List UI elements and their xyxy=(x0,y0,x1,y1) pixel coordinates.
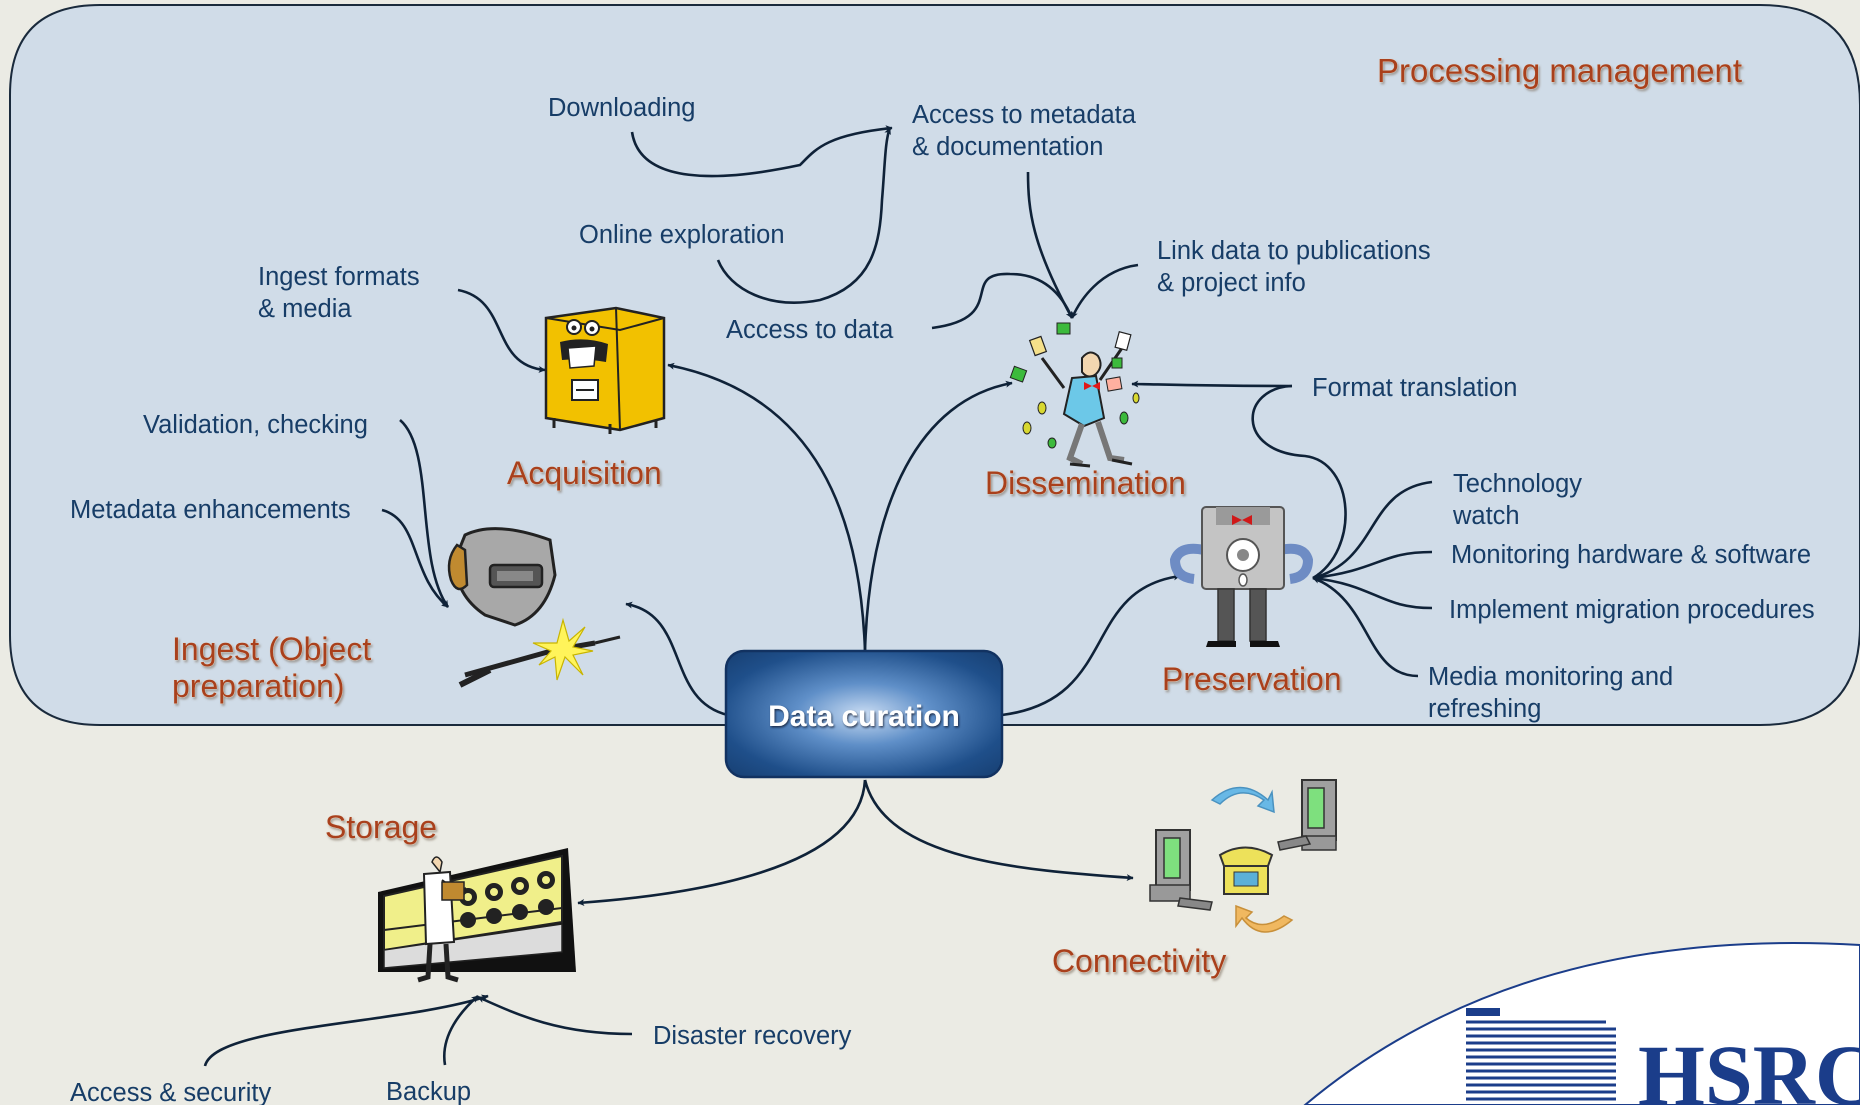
connectivity-heading: Connectivity xyxy=(1052,943,1226,979)
connector-link-data xyxy=(1070,263,1139,319)
connector-migration xyxy=(1312,575,1433,610)
connector-access-data xyxy=(931,272,1074,330)
data-curation-box[interactable]: Data curation xyxy=(724,649,1004,779)
label-technology-watch-2: watch xyxy=(1452,502,1520,530)
connector-ingest-formats xyxy=(457,288,546,373)
connector-center-ingest xyxy=(625,601,729,717)
label-media-monitoring-1: Media monitoring and xyxy=(1428,663,1673,691)
dissemination-heading: Dissemination xyxy=(985,465,1186,501)
label-migration: Implement migration procedures xyxy=(1449,596,1815,624)
label-access-security: Access & security xyxy=(70,1079,271,1105)
acquisition-cabinet-illustration xyxy=(544,306,666,434)
connector-backup xyxy=(442,995,479,1066)
connector-tech-watch xyxy=(1312,480,1433,580)
connector-metadata-enh xyxy=(381,508,449,608)
label-access-to-data: Access to data xyxy=(726,316,894,344)
label-disaster-recovery: Disaster recovery xyxy=(653,1022,852,1050)
preservation-disk-illustration xyxy=(1169,506,1314,647)
hsrc-logo: HSRC xyxy=(1303,942,1860,1105)
label-link-data-2: & project info xyxy=(1157,269,1306,297)
acquisition-heading: Acquisition xyxy=(507,455,662,491)
data-curation-label: Data curation xyxy=(768,700,960,733)
ingest-welder-illustration xyxy=(447,527,621,688)
ingest-heading-line2: preparation) xyxy=(172,668,345,704)
connector-center-acquisition xyxy=(667,362,867,651)
label-ingest-formats-1: Ingest formats xyxy=(258,263,420,291)
storage-heading: Storage xyxy=(325,809,437,845)
label-monitoring-hw: Monitoring hardware & software xyxy=(1451,541,1811,569)
connector-validation xyxy=(399,419,450,608)
connector-metadata-dissemination xyxy=(1026,171,1074,319)
label-access-metadata-1: Access to metadata xyxy=(912,101,1137,129)
connector-disaster-recovery xyxy=(477,995,633,1036)
connector-access-security xyxy=(203,994,489,1067)
connector-media-monitoring xyxy=(1312,576,1419,678)
panel-title: Processing management xyxy=(1377,52,1742,89)
connector-center-storage xyxy=(577,779,867,907)
label-metadata-enhancements: Metadata enhancements xyxy=(70,496,351,524)
hsrc-emblem-icon xyxy=(1466,1008,1616,1101)
label-online-exploration: Online exploration xyxy=(579,221,785,249)
label-validation: Validation, checking xyxy=(143,411,368,439)
label-ingest-formats-2: & media xyxy=(258,295,352,323)
connector-downloading xyxy=(630,125,893,178)
label-link-data-1: Link data to publications xyxy=(1157,237,1431,265)
label-downloading: Downloading xyxy=(548,94,695,122)
connector-format-translation xyxy=(1131,380,1293,388)
dissemination-person-illustration xyxy=(1009,322,1140,468)
ingest-heading-line1: Ingest (Object xyxy=(172,631,371,667)
label-access-metadata-2: & documentation xyxy=(912,133,1103,161)
storage-server-illustration xyxy=(378,848,576,983)
connectivity-illustration xyxy=(1149,779,1337,933)
connector-monitoring xyxy=(1312,550,1433,581)
connector-online-exploration xyxy=(716,127,892,304)
preservation-heading: Preservation xyxy=(1162,661,1342,697)
label-technology-watch-1: Technology xyxy=(1453,470,1582,498)
connector-center-preservation xyxy=(1001,573,1181,717)
label-format-translation: Format translation xyxy=(1312,374,1518,402)
hsrc-logo-text: HSRC xyxy=(1638,1027,1860,1105)
connector-center-connectivity xyxy=(863,779,1134,882)
connector-format-preservation xyxy=(1251,384,1347,580)
label-media-monitoring-2: refreshing xyxy=(1428,695,1541,723)
label-backup: Backup xyxy=(386,1078,471,1105)
connector-center-dissemination xyxy=(863,380,1013,651)
